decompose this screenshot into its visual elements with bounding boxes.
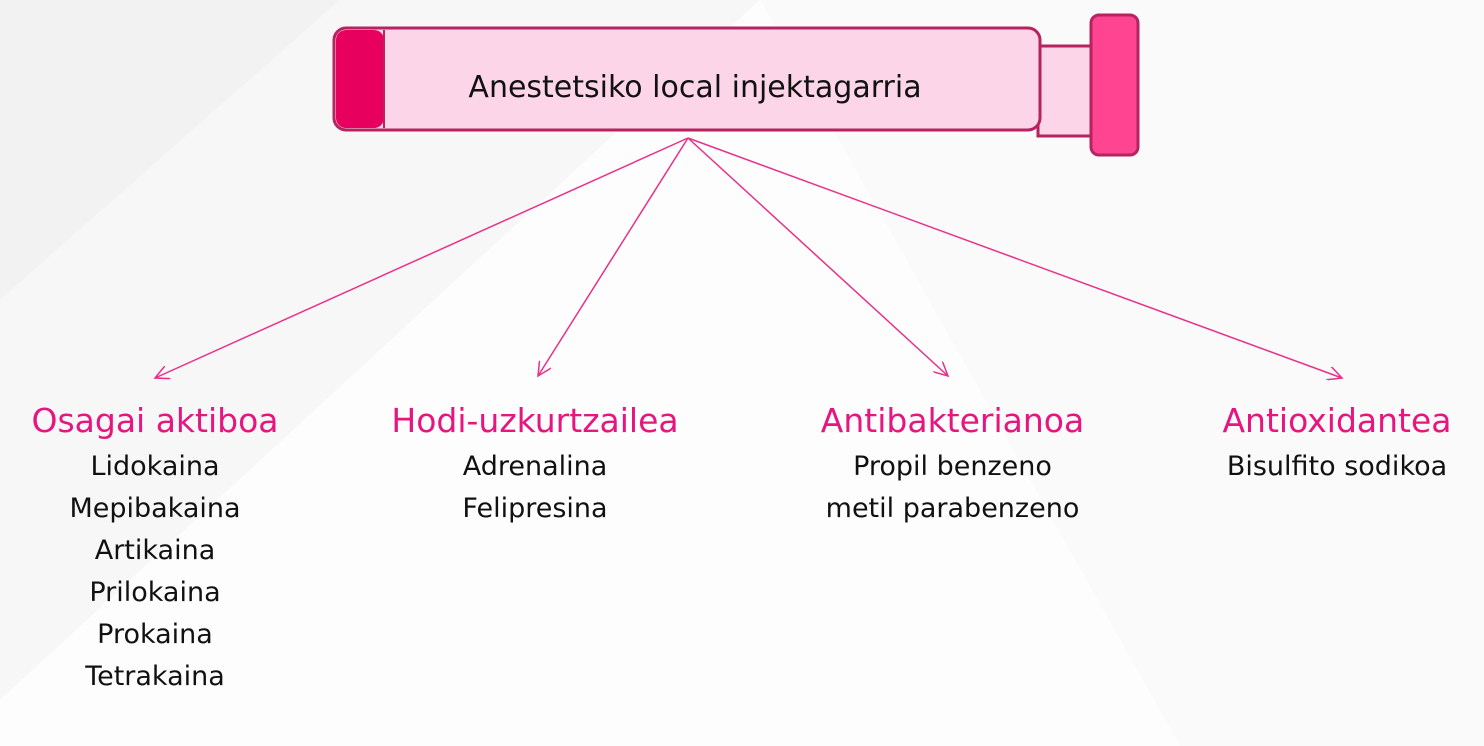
category-title: Antibakterianoa xyxy=(820,401,1085,440)
list-item: Bisulfito sodikoa xyxy=(1226,451,1448,482)
category-item-list: Bisulfito sodikoa xyxy=(1190,446,1484,488)
category-item-list: Propil benzeno metil parabenzeno xyxy=(775,446,1130,530)
arrow-antioxidantea xyxy=(687,137,1342,378)
category-osagai-aktiboa: Osagai aktiboa Lidokaina Mepibakaina Art… xyxy=(0,400,310,698)
category-item-list: Adrenalina Felipresina xyxy=(355,446,715,530)
list-item: Prilokaina xyxy=(89,577,221,608)
category-antioxidantea: Antioxidantea Bisulfito sodikoa xyxy=(1190,400,1484,488)
list-item: metil parabenzeno xyxy=(825,493,1080,524)
list-item: Tetrakaina xyxy=(85,661,225,692)
category-antibakterianoa: Antibakterianoa Propil benzeno metil par… xyxy=(775,400,1130,530)
connector-arrows xyxy=(155,137,1342,378)
list-item: Lidokaina xyxy=(90,451,220,482)
main-node-label: Anestetsiko local injektagarria xyxy=(468,70,922,105)
syringe-tip xyxy=(336,30,384,128)
arrow-osagai-aktiboa xyxy=(155,137,689,378)
category-item-list: Lidokaina Mepibakaina Artikaina Prilokai… xyxy=(0,446,310,698)
list-item: Prokaina xyxy=(97,619,213,650)
syringe-plunger-end xyxy=(1089,13,1140,157)
list-item: Artikaina xyxy=(94,535,216,566)
category-title: Antioxidantea xyxy=(1222,401,1452,440)
arrow-antibakterianoa xyxy=(687,137,948,376)
category-title: Hodi-uzkurtzailea xyxy=(391,401,679,440)
list-item: Mepibakaina xyxy=(69,493,241,524)
list-item: Felipresina xyxy=(462,493,608,524)
syringe-barrel xyxy=(332,26,1042,132)
list-item: Adrenalina xyxy=(462,451,608,482)
arrow-hodi-uzkurtzailea xyxy=(538,137,689,376)
syringe-icon xyxy=(332,13,1140,157)
syringe-plunger-stem xyxy=(1036,44,1096,138)
category-hodi-uzkurtzailea: Hodi-uzkurtzailea Adrenalina Felipresina xyxy=(355,400,715,530)
list-item: Propil benzeno xyxy=(853,451,1052,482)
category-title: Osagai aktiboa xyxy=(31,401,279,440)
